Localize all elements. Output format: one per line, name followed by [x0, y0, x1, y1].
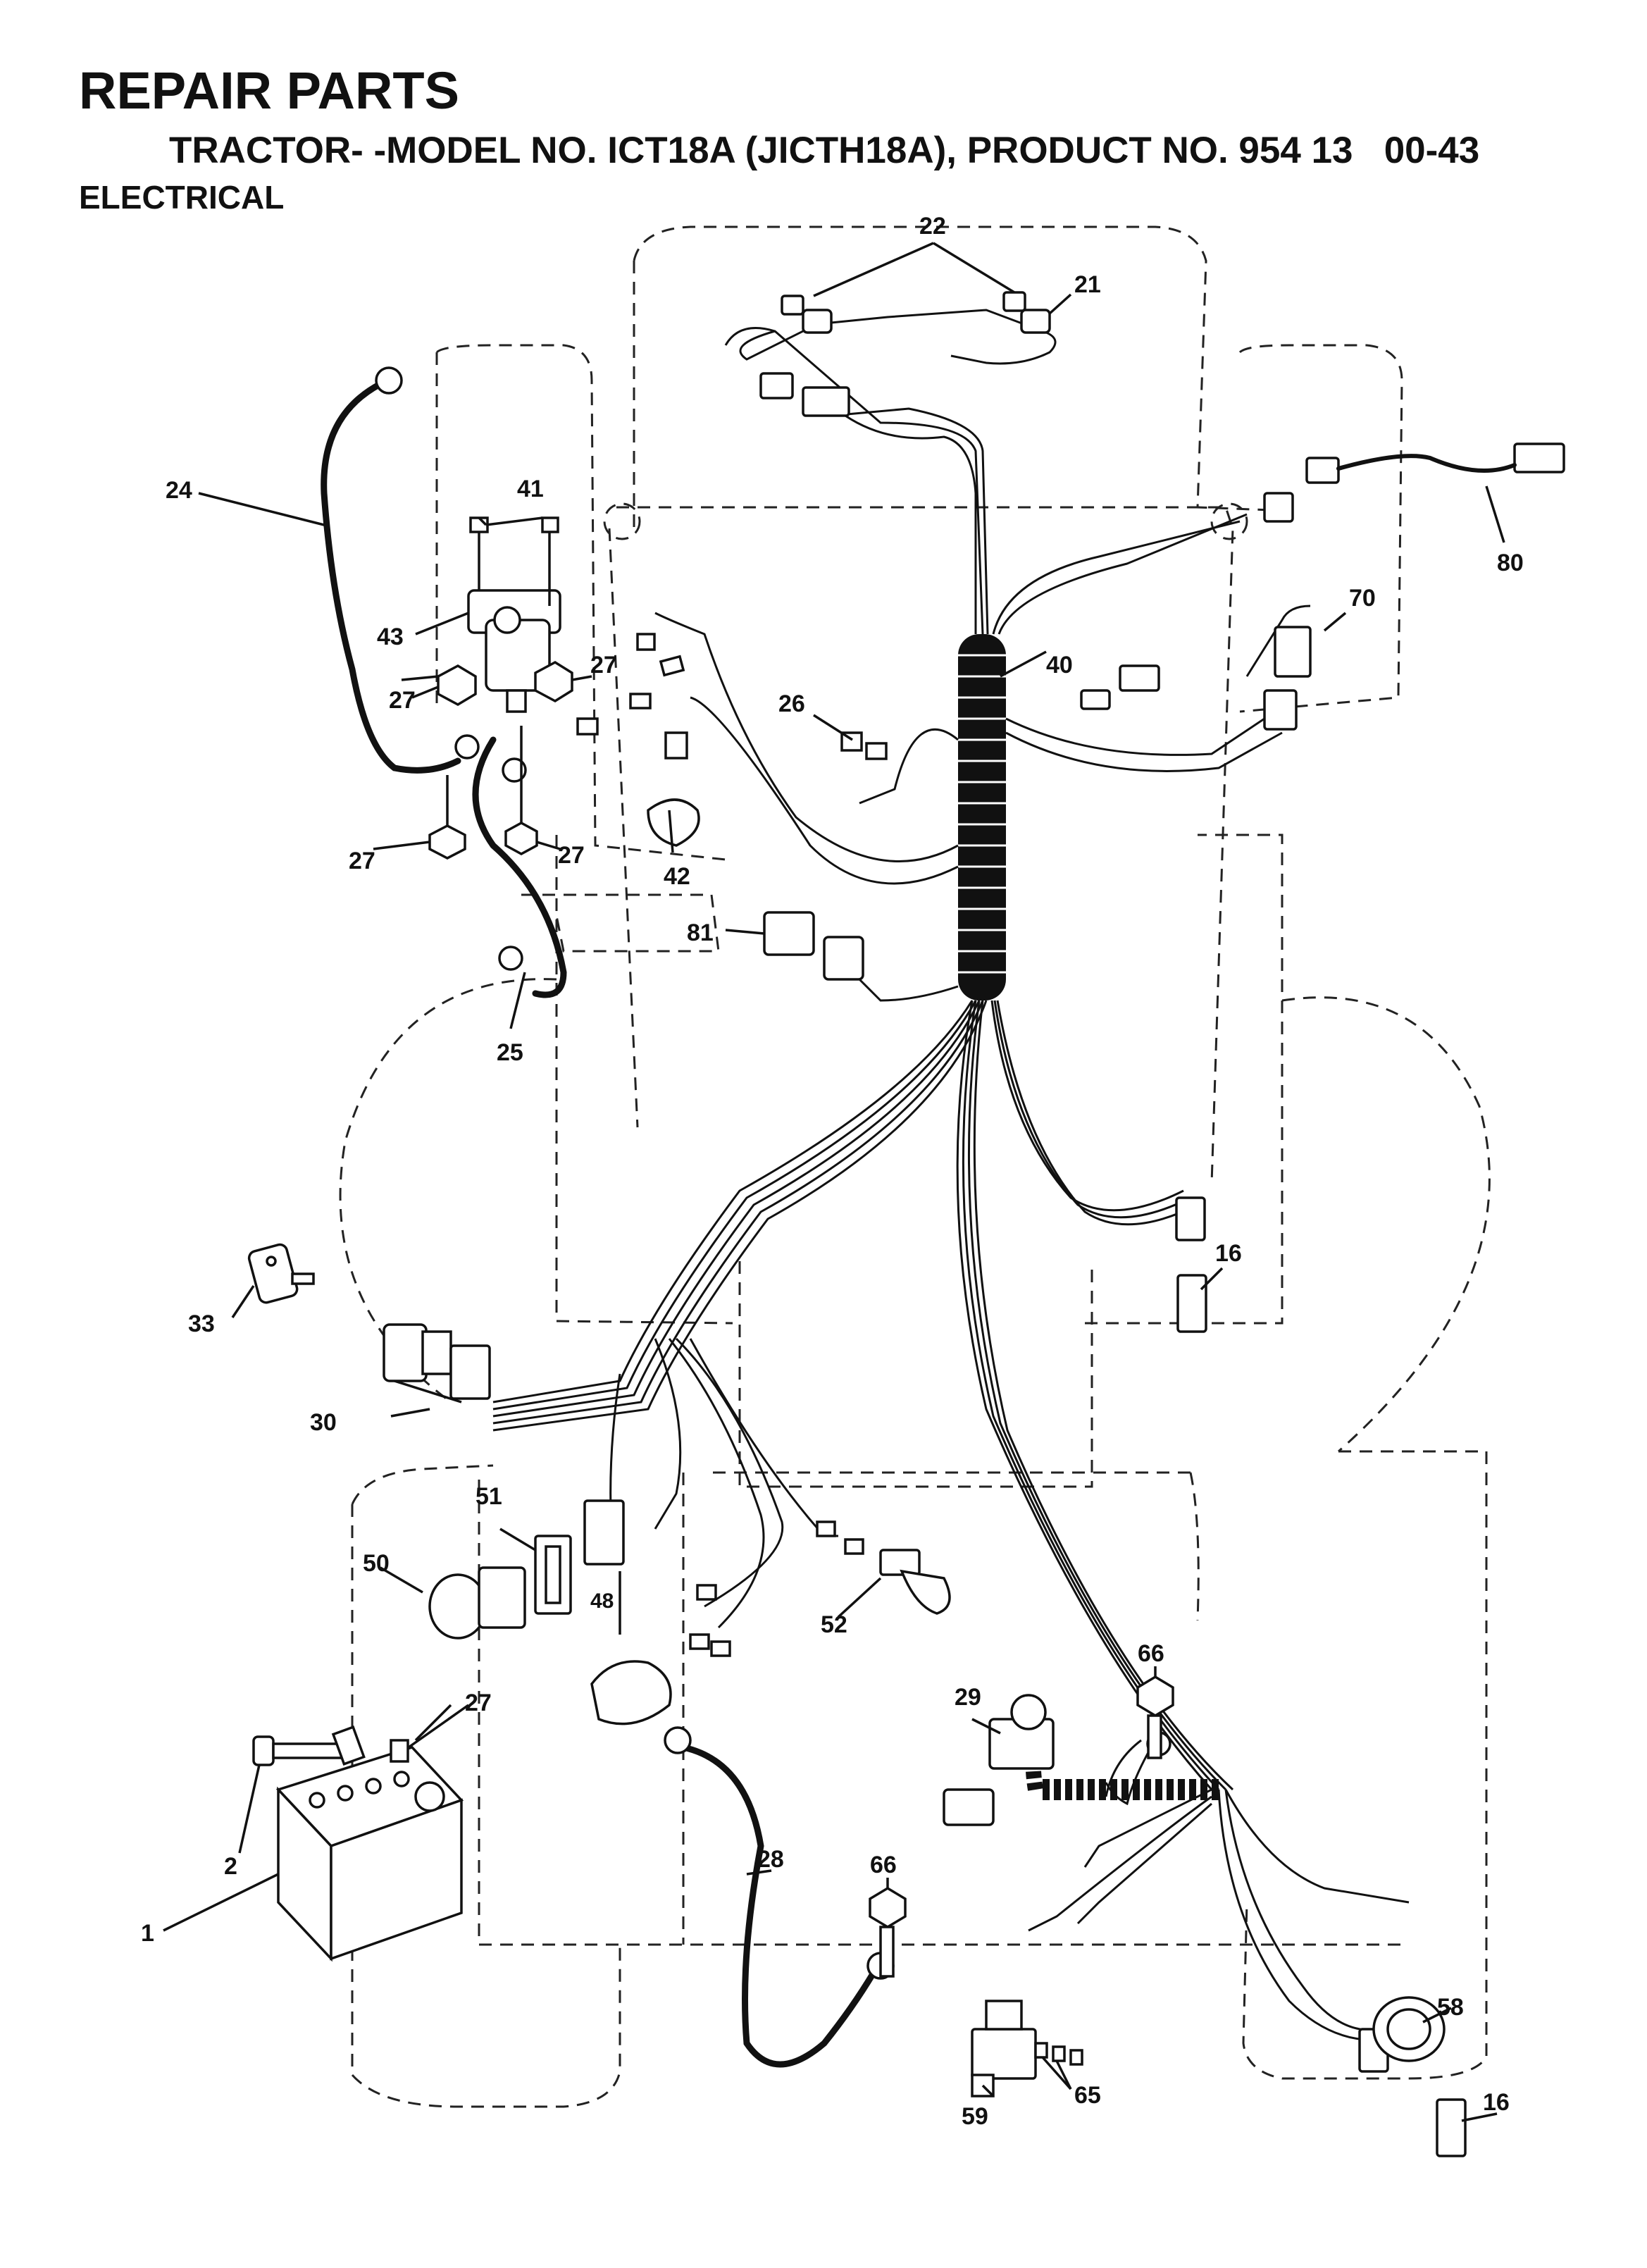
- wire-harness-40: [958, 634, 1006, 1000]
- callout-25: 25: [497, 1039, 523, 1066]
- seat-switch-48: [590, 1584, 731, 1725]
- safety-switch-59: [971, 2000, 1083, 2097]
- callout-80: 80: [1497, 550, 1524, 576]
- page-title: REPAIR PARTS: [79, 61, 459, 120]
- screw-66-upper: [1136, 1675, 1174, 1759]
- callout-41: 41: [517, 476, 544, 502]
- callout-43: 43: [377, 624, 404, 650]
- cable-24: [321, 380, 461, 774]
- callout-81: 81: [687, 919, 714, 946]
- callout-21: 21: [1074, 271, 1101, 298]
- right-connectors: [1080, 442, 1565, 731]
- cable-28: [680, 1744, 877, 2068]
- callout-30: 30: [310, 1409, 337, 1436]
- callout-51: 51: [476, 1483, 502, 1510]
- callout-40: 40: [1046, 652, 1073, 678]
- callout-48: 48: [590, 1590, 614, 1613]
- callout-50: 50: [363, 1550, 390, 1577]
- callout-26: 26: [778, 690, 805, 717]
- ignition-key-33: [247, 1243, 315, 1304]
- callout-2: 2: [224, 1853, 237, 1880]
- callout-24: 24: [166, 477, 192, 504]
- callout-66-upper: 66: [1138, 1640, 1164, 1667]
- bezel-51: [534, 1535, 572, 1615]
- callout-labels: 1 2 16 16 21 22 24 25 26 27 27 27 27 27 …: [141, 213, 1524, 2130]
- solenoid-43: [428, 516, 573, 860]
- callout-22: 22: [919, 213, 946, 240]
- callout-16-lower: 16: [1483, 2089, 1510, 2116]
- tractor-outline: [339, 225, 1491, 2108]
- callout-33: 33: [188, 1310, 215, 1337]
- callout-28: 28: [757, 1846, 784, 1873]
- cable-25: [472, 736, 567, 998]
- battery-bolt-2: [252, 1725, 409, 1766]
- callout-42: 42: [664, 863, 690, 890]
- battery-1: [275, 1745, 464, 1962]
- callout-66-lower: 66: [870, 1852, 897, 1878]
- leader-lines: [163, 242, 1505, 2122]
- callout-52: 52: [821, 1611, 847, 1638]
- callout-59: 59: [962, 2103, 988, 2130]
- pto-switch-50: [428, 1566, 526, 1640]
- switch-52: [816, 1520, 951, 1615]
- callout-27-lower-left: 27: [349, 848, 375, 874]
- callout-70: 70: [1349, 585, 1376, 612]
- callout-16-upper: 16: [1215, 1240, 1242, 1267]
- alarm-58: [1372, 1996, 1446, 2062]
- harness-wires: [492, 327, 1410, 2041]
- headlight-connectors: [739, 291, 1057, 634]
- connector-block: [583, 1499, 625, 1566]
- callout-27-right: 27: [590, 652, 617, 678]
- misc-parts: [576, 633, 1467, 2157]
- ignition-switch-30: [383, 1323, 491, 1418]
- cables: [321, 380, 877, 2068]
- callout-58: 58: [1437, 1994, 1464, 2021]
- model-subtitle: TRACTOR- -MODEL NO. ICT18A (JICTH18A), P…: [169, 130, 1480, 171]
- section-label: ELECTRICAL: [79, 179, 285, 216]
- callout-27-left: 27: [389, 687, 416, 714]
- callout-27-battery: 27: [465, 1690, 492, 1716]
- callout-29: 29: [955, 1684, 981, 1711]
- callout-1: 1: [141, 1920, 154, 1947]
- callout-65: 65: [1074, 2082, 1101, 2109]
- solenoid-29: [943, 1694, 1055, 1826]
- callout-27-lower-right: 27: [558, 842, 585, 869]
